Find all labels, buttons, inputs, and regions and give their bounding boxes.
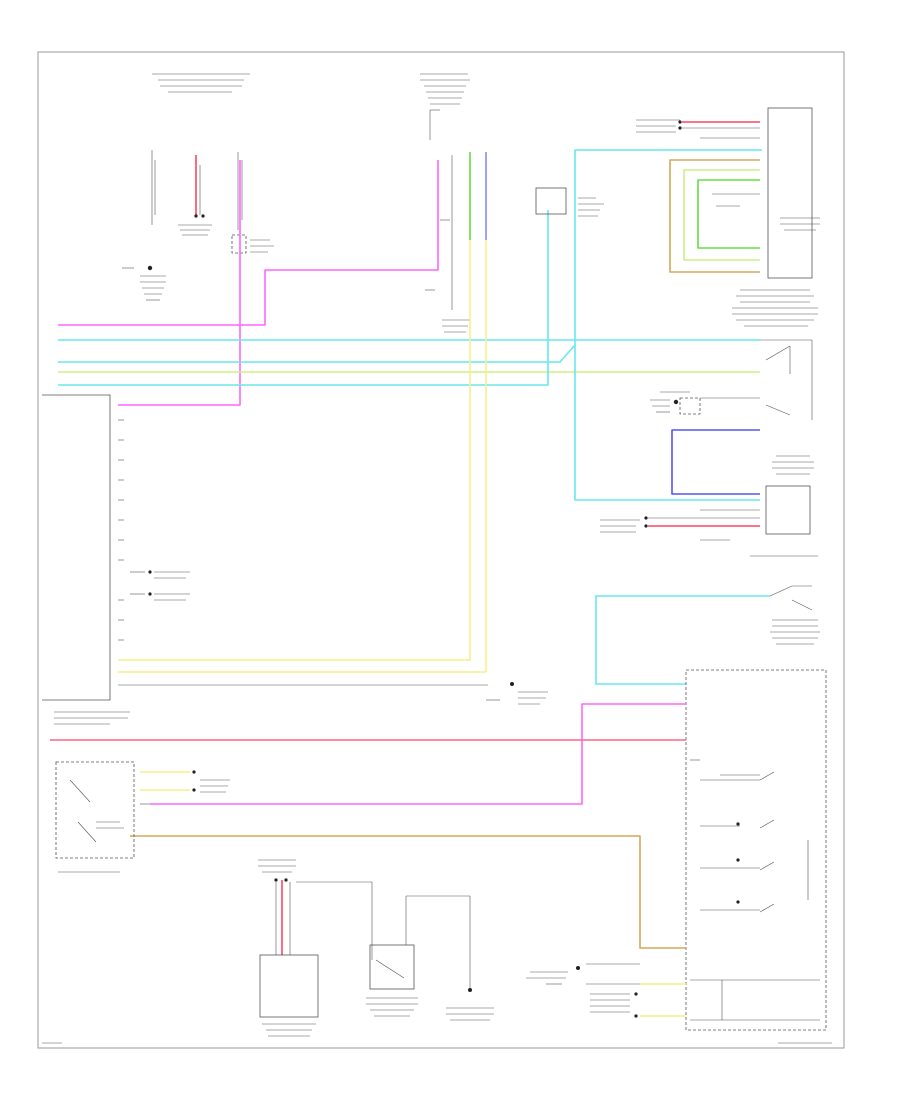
left-lower-switch [54,711,190,873]
bottom-right-connectors [526,963,686,1018]
left-lower-switch-dots [192,770,230,793]
right-lower-module [685,669,827,1031]
junction-connector-left [231,234,274,254]
blue-wire-loop [671,429,760,495]
center-ground-connector [486,682,548,705]
left-main-connector [42,394,488,701]
right-component-2 [600,455,818,557]
tan-wire-lower [130,835,686,949]
top-left-connector-label [152,73,250,93]
lightgreen-loop-top-right [683,169,760,261]
right-switch-1 [700,339,813,420]
right-switch-label-1 [732,289,818,327]
relay-box-top [535,187,604,217]
top-right-component [636,107,820,279]
bottom-component-1 [258,859,373,1037]
cyan-wire-down-right [574,345,760,501]
green-loop-top-right [697,179,760,249]
bottom-component-2 [366,895,494,1021]
yellow-wire-long [118,240,471,661]
pink-wire-lower [150,703,686,805]
cyan-wire-2 [58,344,576,363]
right-lower-module-internals [690,759,820,1021]
yellow-wire-long-2 [118,240,487,673]
cyan-wire-top-right [574,149,762,345]
top-left-pin-drops [151,150,243,236]
ground-symbol-left [122,265,166,301]
pink-wire-drop [118,160,241,406]
right-switch-2 [769,585,820,645]
diagram-frame [37,51,845,1049]
ground-symbol-right [650,391,701,415]
cyan-wire-3 [58,210,549,386]
tan-loop-top-right [669,159,760,273]
top-center-pin-drops [425,152,487,333]
pink-wire-main [58,160,439,326]
cyan-wire-lower [595,595,770,685]
top-center-connector-label [420,73,470,140]
